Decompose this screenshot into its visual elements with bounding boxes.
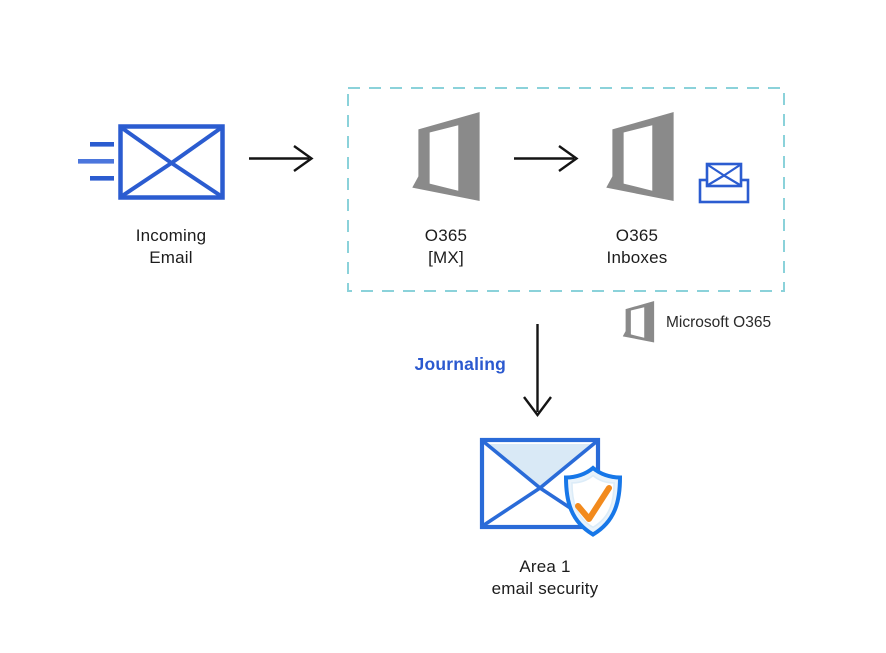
incoming-email-label-line2: Email (149, 248, 193, 267)
arrow-down-icon (523, 324, 552, 417)
area1-label: Area 1 email security (455, 556, 635, 600)
legend-label: Microsoft O365 (666, 314, 772, 331)
journaling-label: Journaling (414, 354, 506, 374)
arrow-right-icon (514, 145, 579, 172)
envelope-shield-icon (479, 437, 623, 537)
office365-inboxes-icon (606, 112, 674, 202)
incoming-email-label: Incoming Email (101, 225, 241, 269)
legend-office365-icon (621, 301, 656, 343)
o365-mx-label: O365 [MX] (386, 225, 506, 269)
checkmark-icon (575, 485, 612, 522)
o365-inboxes-label-line1: O365 (615, 226, 659, 245)
arrow-right-icon (249, 145, 314, 172)
motion-lines-icon (78, 142, 114, 181)
o365-boundary-box (347, 87, 785, 292)
o365-mx-label-line2: [MX] (428, 248, 464, 267)
envelope-icon (118, 124, 225, 200)
area1-label-line2: email security (491, 579, 599, 598)
o365-inboxes-label: O365 Inboxes (575, 225, 699, 269)
office365-mx-icon (412, 112, 480, 202)
incoming-email-label-line1: Incoming (135, 226, 207, 245)
inbox-tray-envelope-icon (698, 162, 750, 204)
shield-check-icon (563, 465, 623, 537)
o365-inboxes-label-line2: Inboxes (606, 248, 668, 267)
o365-mx-label-line1: O365 (424, 226, 468, 245)
area1-label-line1: Area 1 (519, 557, 571, 576)
